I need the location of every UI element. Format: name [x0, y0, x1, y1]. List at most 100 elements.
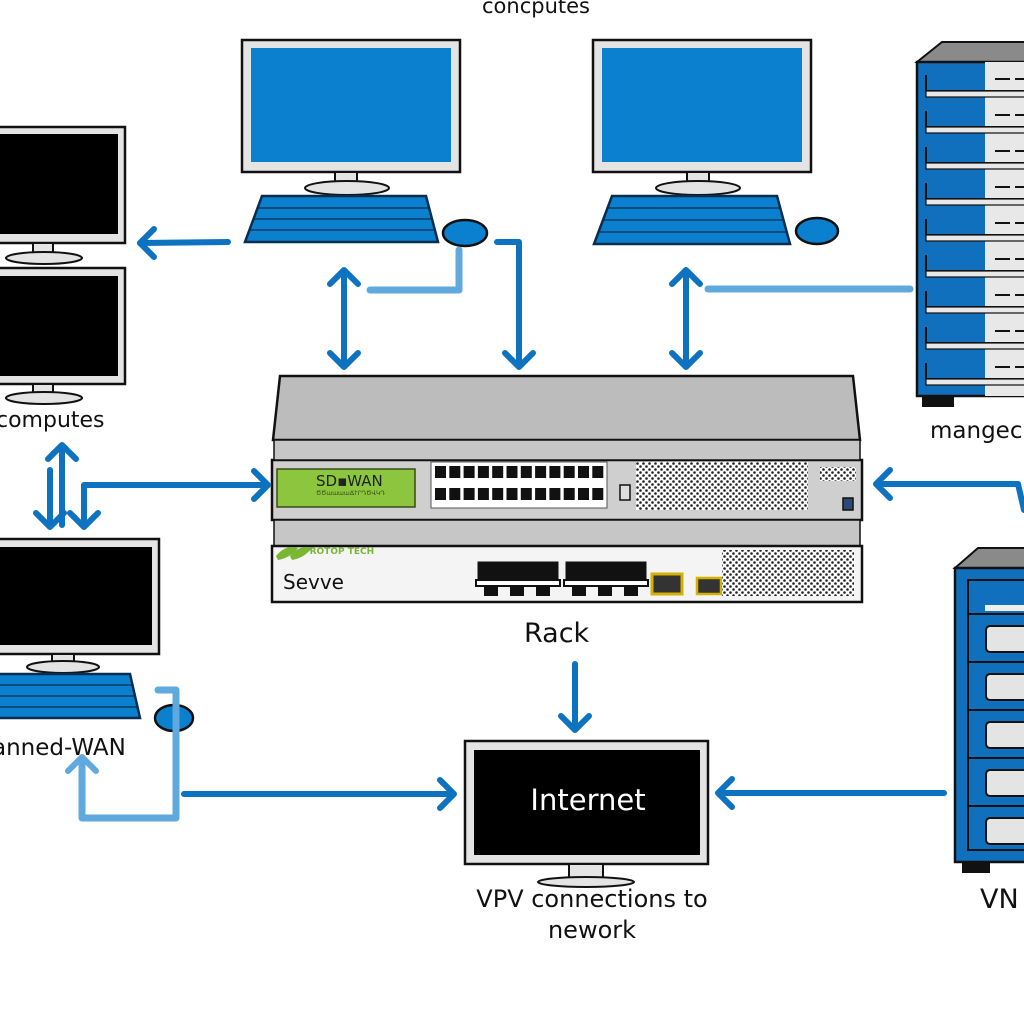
monitor-neck — [568, 863, 604, 879]
sdwan-badge-sublabel: ԾԾաաաաՃՒՐԴԾՎԿԴ — [316, 490, 385, 497]
workstation-top-left — [240, 38, 489, 248]
console-port — [619, 484, 631, 501]
power-indicator — [842, 497, 854, 511]
server-blade-handle — [925, 306, 1024, 314]
server-tower-vn — [952, 547, 1024, 873]
ethernet-port — [578, 466, 589, 478]
drive-bay — [985, 673, 1024, 701]
arrowhead — [327, 267, 361, 287]
arrowhead — [669, 267, 703, 287]
connections — [33, 226, 1024, 822]
internet-monitor — [463, 739, 710, 888]
monitor-screen — [474, 750, 700, 855]
arrow-to-sdwan — [81, 482, 269, 528]
arrowhead — [669, 350, 703, 370]
drive-bay — [985, 769, 1024, 797]
sfp-pin — [572, 586, 586, 596]
vent-grille — [636, 462, 808, 510]
monitor-screen — [0, 134, 118, 234]
server-blade-handle — [925, 90, 1024, 98]
monitor-base — [537, 876, 635, 888]
sfp-cage — [477, 561, 559, 581]
mouse-icon — [441, 218, 489, 248]
monitor-base — [26, 660, 100, 674]
mouse-cable-left — [154, 686, 180, 744]
monitor-base — [655, 180, 741, 196]
ethernet-port — [520, 488, 532, 500]
ethernet-port — [492, 466, 504, 478]
arrowhead — [45, 442, 79, 462]
sfp-pin — [484, 586, 498, 596]
monitor-left-2 — [0, 266, 127, 405]
arrowhead — [502, 350, 536, 370]
ethernet-port — [435, 466, 446, 478]
brand-label: PROTOP TECH — [303, 547, 375, 557]
sfp-pin — [536, 586, 550, 596]
sfp-ports — [475, 561, 649, 596]
brand-logo-icon — [276, 547, 298, 560]
yellow-port-small — [695, 576, 723, 596]
workstation-top-right — [591, 38, 840, 246]
arrowhead — [437, 777, 457, 811]
loop-cable — [78, 738, 180, 822]
monitor-screen — [602, 48, 802, 162]
label-rack: Rack — [524, 618, 590, 649]
sdwan-rack — [270, 374, 864, 604]
label-managed: mangec — [930, 418, 1023, 444]
ethernet-port — [506, 488, 518, 500]
arrowhead — [33, 510, 67, 530]
server-rack-managed — [914, 41, 1024, 407]
ethernet-port — [520, 466, 532, 478]
ethernet-port — [578, 488, 589, 500]
sfp-pin — [624, 586, 638, 596]
ethernet-port — [563, 466, 575, 478]
arrowhead — [251, 468, 271, 502]
monitor-base — [5, 251, 83, 265]
arrowhead — [715, 776, 735, 810]
mouse-icon — [794, 216, 840, 246]
server-blades — [925, 75, 1024, 386]
ethernet-port — [563, 488, 575, 500]
server-drives — [968, 613, 1024, 845]
ethernet-port — [492, 488, 504, 500]
server-blade-handle — [925, 126, 1024, 134]
keyboard-keys — [0, 684, 137, 708]
drive-bay — [985, 721, 1024, 749]
ethernet-port — [449, 488, 461, 500]
server-blade-handle — [925, 378, 1024, 386]
monitor-left-1 — [0, 125, 127, 265]
vent-grille-small — [820, 467, 856, 481]
arrowhead — [327, 350, 361, 370]
server-blade-handle — [925, 342, 1024, 350]
monitor-screen — [0, 547, 152, 645]
keyboard-keys — [600, 207, 786, 233]
sfp-pin — [510, 586, 524, 596]
ethernet-port — [435, 488, 446, 500]
monitor-screen — [251, 48, 451, 162]
sfp-rail — [563, 579, 649, 587]
monitor-screen — [0, 276, 118, 376]
keyboard-keys — [250, 207, 436, 231]
server-blade-handle — [925, 162, 1024, 170]
arrow-mouse-rack — [494, 239, 522, 368]
ethernet-port — [506, 466, 518, 478]
ethernet-port — [449, 466, 461, 478]
ethernet-port — [592, 488, 604, 500]
drive-bay — [985, 817, 1024, 845]
ethernet-port — [549, 488, 561, 500]
arrow-to-left-monitors — [137, 239, 231, 246]
rack-top-cover — [271, 374, 862, 442]
ethernet-port — [592, 466, 604, 478]
sfp-cage — [565, 561, 647, 581]
server-blade-handle — [925, 234, 1024, 242]
server-blade-handle — [925, 270, 1024, 278]
arrowhead — [558, 713, 592, 733]
yellow-port — [650, 572, 684, 596]
ethernet-port-block — [430, 461, 608, 509]
arrowhead — [65, 754, 99, 774]
ethernet-port — [477, 488, 489, 500]
mouse-cable — [366, 246, 463, 294]
label-left-wan: anned-WAN — [0, 735, 126, 761]
monitor-base — [304, 180, 390, 196]
